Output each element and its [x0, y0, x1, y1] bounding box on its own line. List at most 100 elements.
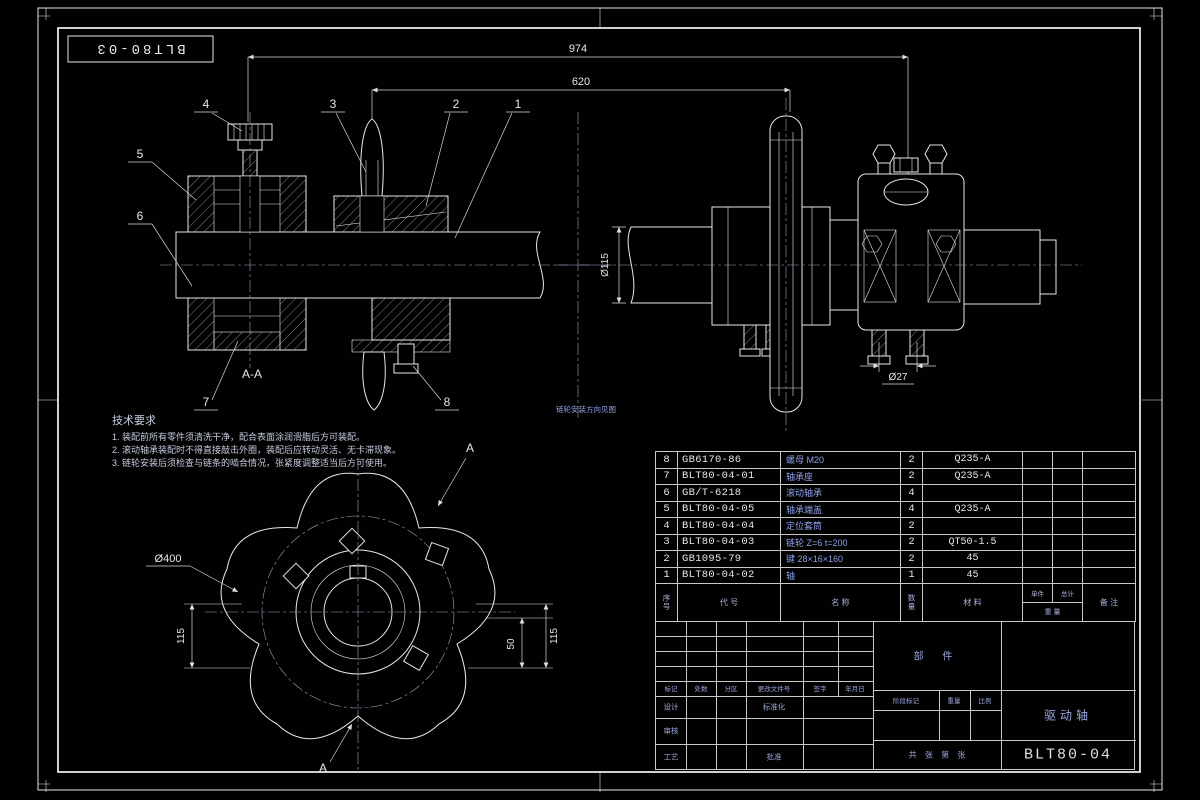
bom-name: 螺母 M20: [781, 451, 901, 468]
dimension-50: 50: [506, 618, 525, 668]
bom-no: 4: [656, 517, 678, 534]
tb-scale-label: 比例: [978, 698, 992, 705]
bom-name: 轴承端盖: [781, 500, 901, 517]
tb-process-label: 工艺: [663, 752, 679, 762]
bom-remark: [1083, 484, 1136, 501]
tb-stage-label: 阶段标记: [893, 698, 919, 705]
bom-row: 8 GB6170-86 螺母 M20 2 Q235-A: [656, 451, 1136, 468]
section-arrow-a-bottom: A: [319, 761, 327, 775]
tb-rev-sign: 签字: [813, 686, 827, 693]
bom-remark: [1083, 467, 1136, 484]
bom-unit-weight: [1023, 451, 1053, 468]
tech-req-line2: 2. 滚动轴承装配时不得直接敲击外圈，装配后应转动灵活、无卡滞现象。: [112, 444, 401, 455]
bom-code: BLT80-04-01: [678, 467, 781, 484]
bom-no: 7: [656, 467, 678, 484]
tb-part-name: 驱动轴: [1043, 708, 1093, 723]
bom-unit-weight: [1023, 500, 1053, 517]
callout-5: 5: [137, 147, 144, 161]
tb-design-label: 设计: [663, 702, 679, 712]
bom-material: [923, 484, 1023, 501]
assembly-note: 链轮安装方向见图: [556, 404, 616, 414]
bom-name: 轴承座: [781, 467, 901, 484]
technical-requirements: 技术要求 1. 装配前所有零件须清洗干净，配合表面涂润滑脂后方可装配。 2. 滚…: [112, 404, 616, 468]
reference-label-box: BLT80-03: [67, 35, 214, 63]
bom-name: 滚动轴承: [781, 484, 901, 501]
dim-dia400-text: Ø400: [155, 553, 182, 565]
callout-2: 2: [453, 97, 460, 111]
section-cut-arrows: A A: [319, 441, 474, 775]
bom-no: 2: [656, 550, 678, 567]
bom-material: 45: [923, 550, 1023, 567]
bom-material: Q235-A: [923, 467, 1023, 484]
drawing-ref-label: BLT80-03: [94, 40, 185, 56]
callout-3: 3: [330, 97, 337, 111]
bom-code: BLT80-04-05: [678, 500, 781, 517]
bom-material: 45: [923, 566, 1023, 583]
tb-approve-label: 批准: [766, 752, 782, 762]
bom-no: 8: [656, 451, 678, 468]
bom-code: GB/T-6218: [678, 484, 781, 501]
bom-code: GB6170-86: [678, 451, 781, 468]
callout-6: 6: [137, 209, 144, 223]
bom-remark: [1083, 566, 1136, 583]
bom-qty: 4: [901, 484, 923, 501]
bom-row: 7 BLT80-04-01 轴承座 2 Q235-A: [656, 467, 1136, 484]
bom-total-weight: [1053, 566, 1083, 583]
bom-row: 5 BLT80-04-05 轴承端盖 4 Q235-A: [656, 500, 1136, 517]
bom-row: 4 BLT80-04-04 定位套筒 2: [656, 517, 1136, 534]
tech-req-title: 技术要求: [112, 414, 156, 427]
callout-8: 8: [444, 395, 451, 409]
bearing-housing: [857, 144, 965, 365]
dim-974-text: 974: [569, 43, 587, 55]
bom-row: 6 GB/T-6218 滚动轴承 4: [656, 484, 1136, 501]
bom-remark: [1083, 517, 1136, 534]
bom-unit-weight: [1023, 550, 1053, 567]
tb-weight-label: 重量: [947, 698, 961, 705]
dim-dia27-text: Ø27: [889, 372, 908, 383]
part-callouts: 1 2 3 4 5 6 7 8: [128, 97, 530, 411]
bom-name: 键 28×16×160: [781, 550, 901, 567]
bom-remark: [1083, 451, 1136, 468]
bom-code: GB1095-79: [678, 550, 781, 567]
bom-name: 链轮 Z=6 t=200: [781, 533, 901, 550]
bom-unit-weight: [1023, 533, 1053, 550]
bom-total-weight: [1053, 550, 1083, 567]
tb-rev-zone: 分区: [724, 686, 738, 693]
bom-table: 8 GB6170-86 螺母 M20 2 Q235-A 7 BLT80-04-0…: [655, 451, 1136, 622]
bom-code: BLT80-04-03: [678, 533, 781, 550]
bom-header-unit: 单件: [1023, 583, 1053, 602]
bom-no: 5: [656, 500, 678, 517]
section-aa-label: A-A: [242, 367, 262, 381]
callout-7: 7: [203, 395, 210, 409]
bom-row: 3 BLT80-04-03 链轮 Z=6 t=200 2 QT50-1.5: [656, 533, 1136, 550]
tb-rev-count: 处数: [694, 686, 708, 693]
bom-unit-weight: [1023, 517, 1053, 534]
dimension-115-right: 115: [543, 604, 560, 668]
dim-620-text: 620: [572, 76, 590, 88]
bom-header-weight: 重 量: [1023, 602, 1083, 621]
tb-drawing-number: BLT80-04: [1023, 746, 1113, 764]
tech-req-line1: 1. 装配前所有零件须清洗干净，配合表面涂润滑脂后方可装配。: [112, 431, 365, 442]
callout-4: 4: [203, 97, 210, 111]
bom-remark: [1083, 533, 1136, 550]
bom-total-weight: [1053, 451, 1083, 468]
drive-shaft-right-view: Ø115: [556, 98, 1082, 432]
dimension-dia27: Ø27: [860, 342, 936, 385]
svg-text:115: 115: [176, 628, 187, 644]
bom-qty: 2: [901, 533, 923, 550]
wheel-front-view: Ø400 A A 115 115 50: [146, 441, 560, 775]
bom-remark: [1083, 500, 1136, 517]
bom-code: BLT80-04-04: [678, 517, 781, 534]
bom-header-material: 材 料: [923, 583, 1023, 621]
dimension-dia400: Ø400: [146, 553, 239, 593]
bom-total-weight: [1053, 517, 1083, 534]
bom-header-total: 总计: [1053, 583, 1083, 602]
bom-no: 3: [656, 533, 678, 550]
bom-header-no: 序号: [656, 583, 678, 621]
bom-row: 1 BLT80-04-02 轴 1 45: [656, 566, 1136, 583]
bom-name: 定位套筒: [781, 517, 901, 534]
tb-sheet-note: 共 张 第 张: [908, 750, 966, 760]
bom-header-remark: 备 注: [1083, 583, 1136, 621]
